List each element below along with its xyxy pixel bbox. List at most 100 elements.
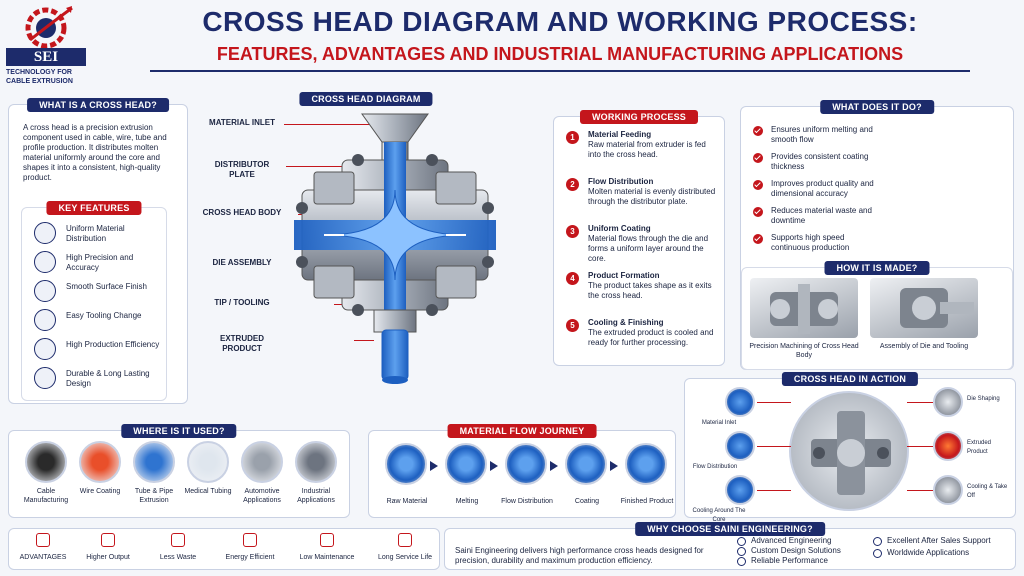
in-action-center-image	[789, 391, 909, 511]
application-image	[25, 441, 67, 483]
in-action-right-image	[933, 431, 963, 461]
flow-stage-image	[505, 443, 547, 485]
diagram-leader-line	[354, 340, 374, 341]
feature-label: High Production Efficiency	[66, 340, 160, 349]
in-action-left-label: Material Inlet	[701, 420, 737, 426]
step-text: The product takes shape as it exits the …	[588, 281, 712, 300]
in-action-right-label: Cooling & Take Off	[967, 484, 1008, 499]
check-circle-icon	[737, 557, 746, 566]
step-title: Cooling & Finishing	[588, 318, 664, 327]
arrow-right-icon	[490, 461, 498, 471]
step-text: The extruded product is cooled and ready…	[588, 328, 714, 347]
connector-line	[907, 402, 933, 403]
in-action-right-label: Die Shaping	[967, 396, 1000, 402]
diagram-label-5: TIP / TOOLING	[214, 298, 270, 307]
in-action-left-image	[725, 475, 755, 505]
application-label: Cable Manufacturing	[23, 488, 69, 504]
connector-line	[907, 446, 933, 447]
key-features-panel: KEY FEATURES Uniform Material Distributi…	[21, 201, 167, 401]
what-it-does-item: Provides consistent coating thickness	[771, 152, 869, 171]
assembly-photo	[870, 278, 978, 338]
how-made-panel: HOW IT IS MADE? Precision Machining of C…	[741, 261, 1013, 370]
step-text: Raw material from extruder is fed into t…	[588, 140, 706, 159]
advantage-label: Energy Efficient	[225, 554, 275, 561]
what-it-does-item: Reduces material waste and downtime	[771, 206, 872, 225]
what-it-does-header: WHAT DOES IT DO?	[820, 100, 934, 114]
why-choose-panel: WHY CHOOSE SAINI ENGINEERING? Saini Engi…	[444, 522, 1016, 570]
arrow-right-icon	[550, 461, 558, 471]
surface-icon	[34, 280, 56, 302]
title-divider	[150, 70, 970, 72]
what-is-header: WHAT IS A CROSS HEAD?	[27, 98, 169, 112]
benefit-item: Advanced Engineering	[751, 536, 832, 545]
clock-icon	[398, 533, 412, 547]
subtitle: FEATURES, ADVANTAGES AND INDUSTRIAL MANU…	[216, 44, 904, 64]
what-is-panel: WHAT IS A CROSS HEAD? A cross head is a …	[8, 98, 188, 404]
waste-icon	[171, 533, 185, 547]
check-icon	[753, 207, 763, 217]
logo-mark: SEI	[6, 48, 86, 66]
benefit-item: Excellent After Sales Support	[887, 536, 991, 545]
connector-line	[757, 446, 791, 447]
step-number: 1	[566, 131, 579, 144]
what-it-does-item: Ensures uniform melting and smooth flow	[771, 125, 873, 144]
application-label: Wire Coating	[79, 488, 121, 495]
flow-stage-image	[565, 443, 607, 485]
step-number: 2	[566, 178, 579, 191]
target-icon	[34, 222, 56, 244]
flow-stage-label: Flow Distribution	[501, 498, 553, 505]
in-action-header: CROSS HEAD IN ACTION	[781, 372, 919, 386]
step-title: Uniform Coating	[588, 224, 651, 233]
diagram-label-3: CROSS HEAD BODY	[202, 208, 282, 217]
application-label: Medical Tubing	[184, 488, 232, 495]
feature-label: Uniform Material Distribution	[66, 224, 125, 243]
step-title: Material Feeding	[588, 130, 652, 139]
check-icon	[753, 153, 763, 163]
flow-stage-image	[445, 443, 487, 485]
logo: SEI TECHNOLOGY FOR CABLE EXTRUSION	[6, 4, 90, 90]
in-action-right-image	[933, 387, 963, 417]
diagram-leader-line	[284, 124, 374, 125]
advantage-label: ADVANTAGES	[19, 554, 67, 561]
how-made-item-2: Assembly of Die and Tooling	[879, 343, 969, 350]
shield-icon	[36, 533, 50, 547]
flow-stage-image	[625, 443, 667, 485]
arrow-right-icon	[610, 461, 618, 471]
shield-icon	[34, 367, 56, 389]
arrow-right-icon	[430, 461, 438, 471]
benefit-item: Worldwide Applications	[887, 548, 970, 557]
gear-logo-icon	[25, 6, 73, 48]
benefit-item: Custom Design Solutions	[751, 546, 841, 555]
in-action-left-label: Cooling Around The Core	[692, 508, 746, 523]
wrench-icon	[34, 309, 56, 331]
diagram-label-4: DIE ASSEMBLY	[212, 258, 272, 267]
check-circle-icon	[737, 547, 746, 556]
in-action-left-image	[725, 387, 755, 417]
main-title: CROSS HEAD DIAGRAM AND WORKING PROCESS:	[202, 6, 918, 37]
check-circle-icon	[873, 537, 882, 546]
gauge-icon	[320, 533, 334, 547]
in-action-right-label: Extruded Product	[967, 440, 992, 455]
application-label: Industrial Applications	[297, 488, 335, 504]
step-text: Material flows through the die and forms…	[588, 234, 709, 263]
flow-stage-label: Finished Product	[620, 498, 674, 505]
where-used-header: WHERE IS IT USED?	[121, 424, 237, 438]
diagram-leader-line	[286, 166, 374, 167]
application-image	[187, 441, 229, 483]
step-number: 5	[566, 319, 579, 332]
step-number: 3	[566, 225, 579, 238]
working-process-header: WORKING PROCESS	[579, 110, 699, 124]
connector-line	[907, 490, 933, 491]
machined-body-image	[770, 284, 838, 334]
feature-label: Easy Tooling Change	[66, 311, 142, 320]
in-action-right-image	[933, 475, 963, 505]
chart-icon	[34, 338, 56, 360]
what-it-does-item: Supports high speed continuous productio…	[771, 233, 850, 252]
key-features-header: KEY FEATURES	[46, 201, 142, 215]
benefit-item: Reliable Performance	[751, 556, 828, 565]
what-it-does-panel: WHAT DOES IT DO? Ensures uniform melting…	[740, 100, 1014, 370]
